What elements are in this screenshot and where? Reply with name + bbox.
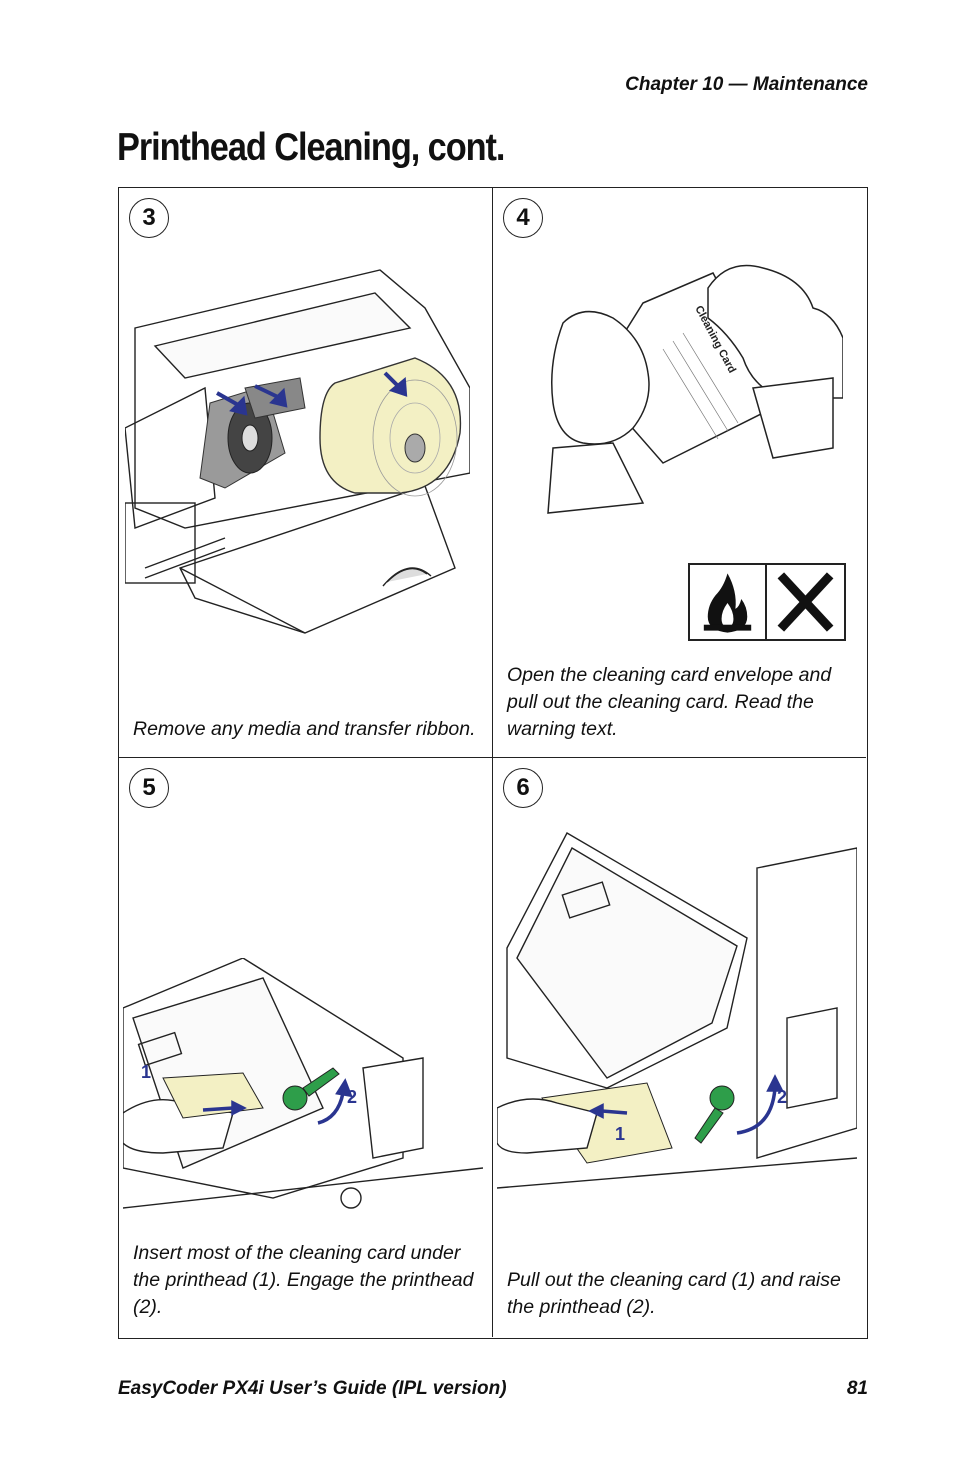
step-6-panel: 6 1 2 Pull out the cleaning	[493, 758, 866, 1337]
page-title: Printhead Cleaning, cont.	[117, 126, 505, 169]
step-5-panel: 5 1 2 Insert most of the cle	[119, 758, 493, 1337]
callout-2: 2	[347, 1087, 357, 1107]
steps-grid: 3	[118, 187, 868, 1339]
step-caption: Open the cleaning card envelope and pull…	[507, 664, 832, 740]
step-3-panel: 3	[119, 188, 493, 758]
warning-symbols	[688, 563, 846, 641]
footer-guide-title: EasyCoder PX4i User’s Guide (IPL version…	[118, 1378, 507, 1399]
printer-open-illustration	[125, 269, 470, 634]
callout-2: 2	[777, 1087, 787, 1107]
flammable-icon	[703, 565, 768, 639]
chapter-header: Chapter 10 — Maintenance	[625, 74, 868, 95]
media-roll	[319, 357, 462, 497]
green-knob	[694, 1085, 735, 1144]
green-knob	[282, 1067, 340, 1111]
step-number: 3	[129, 198, 169, 238]
page-number: 81	[846, 1378, 868, 1399]
callout-1: 1	[615, 1124, 625, 1144]
step-caption: Insert most of the cleaning card under t…	[133, 1242, 474, 1318]
step-caption: Pull out the cleaning card (1) and raise…	[507, 1269, 841, 1318]
insert-card-illustration: 1 2	[123, 958, 483, 1209]
step-4-panel: 4 Cleaning Card	[493, 188, 866, 758]
step-number: 6	[503, 768, 543, 808]
arrow-icon	[216, 371, 408, 416]
remove-card-illustration: 1 2	[497, 832, 857, 1189]
callout-1: 1	[141, 1062, 151, 1082]
cleaning-card-envelope-illustration: Cleaning Card	[547, 264, 843, 514]
ribbon-roll	[199, 377, 306, 489]
harmful-x-icon	[777, 572, 834, 632]
step-caption: Remove any media and transfer ribbon.	[133, 718, 476, 740]
step-number: 4	[503, 198, 543, 238]
step-number: 5	[129, 768, 169, 808]
